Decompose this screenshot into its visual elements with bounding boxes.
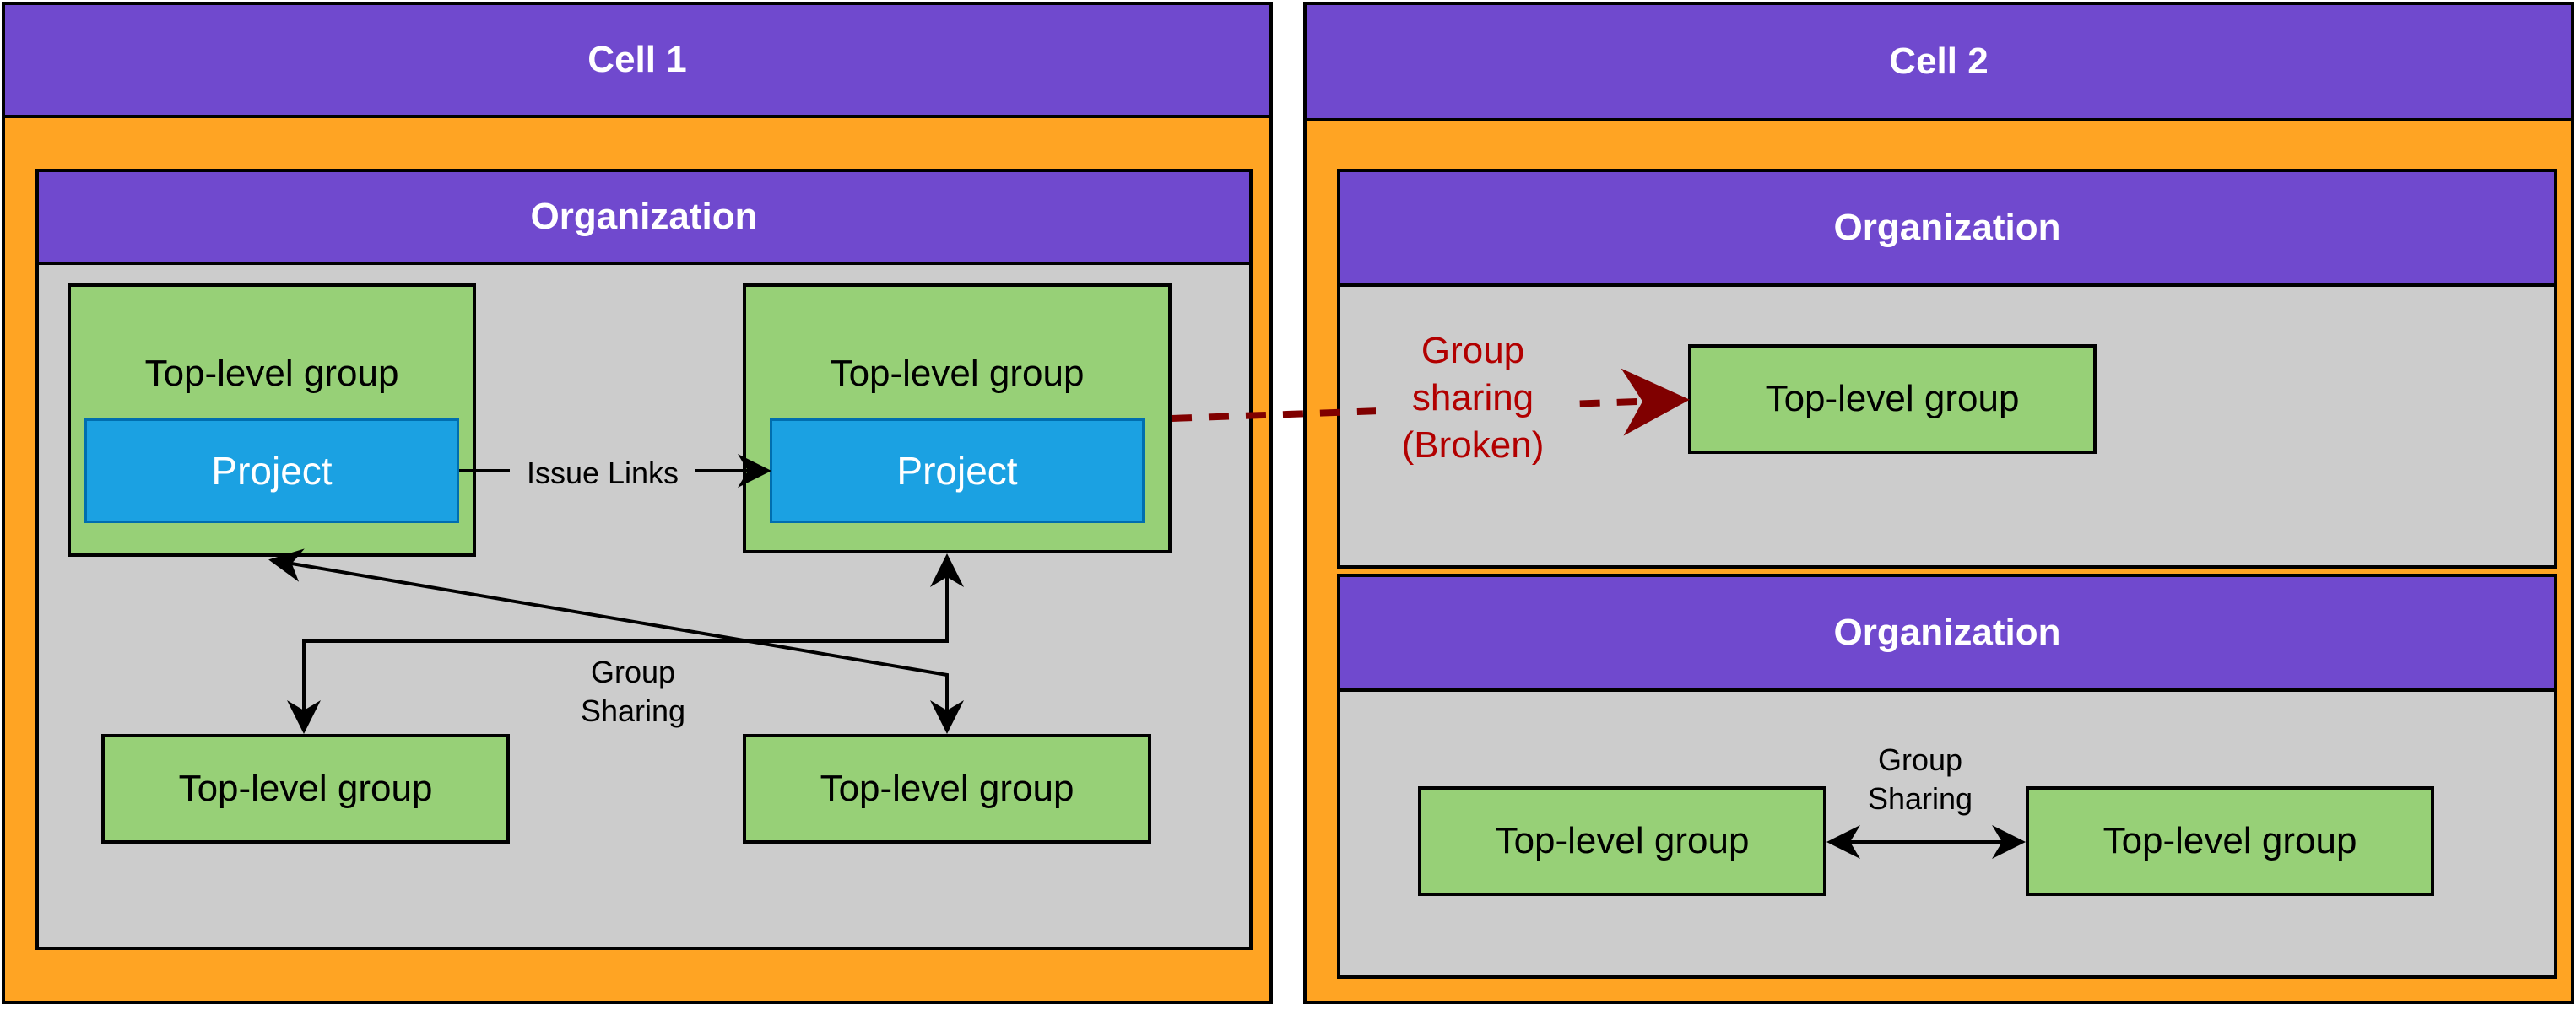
cell-1-title: Cell 1 [587, 39, 687, 80]
cell-1-organization-header: Organization [35, 169, 1253, 265]
cell-1-header: Cell 1 [2, 2, 1273, 118]
project-label: Project [896, 449, 1018, 493]
group-title: Top-level group [1765, 378, 2020, 419]
top-level-group-bottom-right[interactable]: Top-level group [743, 734, 1151, 844]
project-label: Project [211, 449, 333, 493]
group-title: Top-level group [2102, 820, 2357, 861]
cell-2-organization-1-header: Organization [1337, 169, 2557, 287]
group-title: Top-level group [178, 768, 433, 809]
group-title: Top-level group [1495, 820, 1750, 861]
group-sharing-broken-label: Group sharing (Broken) [1376, 327, 1570, 471]
cell-2-organization-2-title: Organization [1833, 612, 2061, 653]
top-level-group-cell-2-org-2-left[interactable]: Top-level group [1418, 786, 1826, 896]
top-level-group-bottom-left[interactable]: Top-level group [101, 734, 510, 844]
group-sharing-label: Group Sharing [580, 655, 686, 728]
group-title: Top-level group [830, 353, 1085, 394]
cell-2-organization-2-header: Organization [1337, 574, 2557, 692]
cell-1-organization-title: Organization [530, 196, 758, 237]
group-title: Top-level group [820, 768, 1074, 809]
cell-2-organization-1-title: Organization [1833, 207, 2061, 248]
top-level-group-cell-2-org-2-right[interactable]: Top-level group [2026, 786, 2434, 896]
top-level-group-cell-2-org-1[interactable]: Top-level group [1688, 344, 2097, 454]
group-title: Top-level group [144, 353, 399, 394]
issue-links-label: Issue Links [510, 454, 695, 493]
cell-2-title: Cell 2 [1889, 40, 1989, 82]
project-right[interactable]: Project [770, 418, 1145, 523]
group-sharing-label-cell-2: Group Sharing [1867, 742, 1973, 816]
cell-2-header: Cell 2 [1303, 2, 2574, 121]
project-left[interactable]: Project [84, 418, 459, 523]
